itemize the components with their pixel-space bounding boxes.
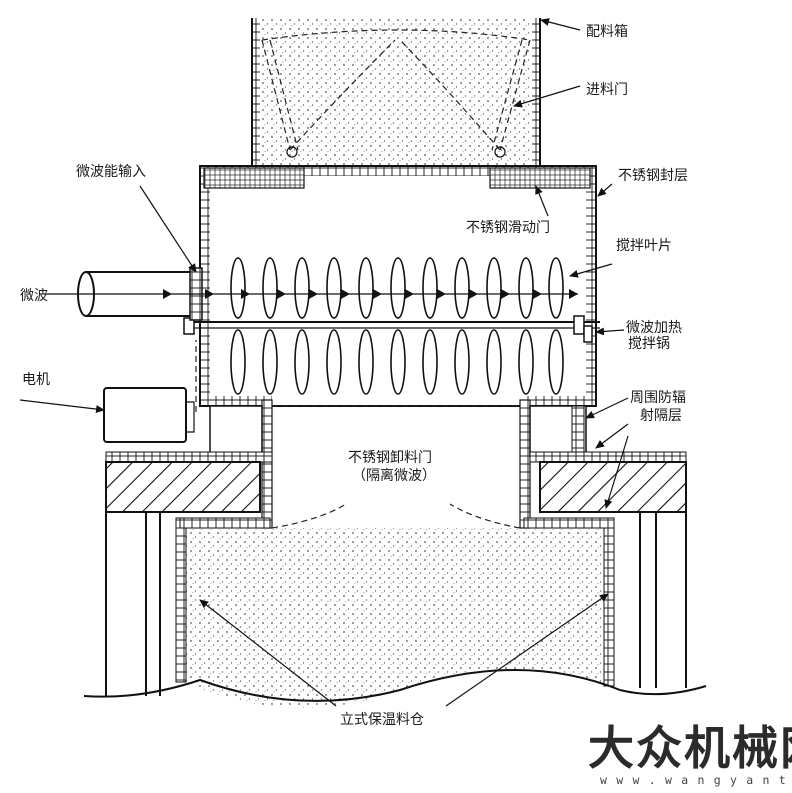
watermark-brand: 大众机械网 — [588, 721, 792, 775]
motor — [103, 340, 197, 443]
stir-blade — [358, 329, 374, 395]
leader-arrows — [19, 18, 629, 707]
microwave-flow-arrows — [44, 289, 578, 299]
stainless-seal-label: 不锈钢封层 — [618, 168, 688, 184]
stir-blade — [390, 257, 406, 319]
stir-blade — [358, 257, 374, 319]
shield-label-line2: 射隔层 — [640, 408, 682, 424]
stir-blades — [230, 257, 564, 395]
discharge-door-label-line2: （隔离微波） — [352, 467, 436, 484]
stir-blade — [326, 329, 342, 395]
stir-blade — [422, 329, 438, 395]
motor-label: 电机 — [22, 372, 50, 388]
stainless-slide-door — [203, 167, 591, 189]
stir-blade — [294, 257, 310, 319]
stir-blade — [518, 257, 534, 319]
batch-box — [251, 18, 541, 166]
stir-blade — [548, 257, 564, 319]
stir-pot-label: 搅拌锅 — [628, 336, 670, 352]
storage-bin — [83, 512, 707, 708]
feed-door-label: 进料门 — [586, 82, 628, 98]
stir-blade — [230, 329, 246, 395]
stir-blade — [548, 329, 564, 395]
stir-blade — [262, 257, 278, 319]
stir-blade — [454, 329, 470, 395]
batch-box-label: 配料箱 — [586, 24, 628, 40]
stir-blade — [326, 257, 342, 319]
stainless-slide-door-label: 不锈钢滑动门 — [466, 219, 550, 236]
storage-bin-label: 立式保温料仓 — [340, 712, 424, 728]
stir-blade — [390, 329, 406, 395]
feed-door — [261, 29, 531, 158]
microwave-heating-label: 微波加热 — [626, 320, 682, 336]
stir-blade — [294, 329, 310, 395]
stir-blade — [454, 257, 470, 319]
stir-shaft — [183, 315, 600, 343]
discharge-neck — [209, 399, 587, 529]
stir-blade — [422, 257, 438, 319]
watermark-url: w w w . w a n g y a n t a o . c o m — [600, 773, 792, 787]
watermark: 大众机械网 w w w . w a n g y a n t a o . c o … — [588, 721, 792, 787]
stir-blades-label: 搅拌叶片 — [616, 238, 672, 254]
stir-blade — [486, 257, 502, 319]
microwave-input-label: 微波能输入 — [76, 164, 146, 180]
stir-blade — [230, 257, 246, 319]
stir-blade — [518, 329, 534, 395]
shield-label-line1: 周围防辐 — [630, 390, 686, 406]
discharge-door — [271, 503, 521, 529]
stir-blade — [262, 329, 278, 395]
stir-blade — [486, 329, 502, 395]
microwave-label: 微波 — [20, 288, 48, 304]
discharge-door-label-line1: 不锈钢卸料门 — [348, 450, 432, 466]
